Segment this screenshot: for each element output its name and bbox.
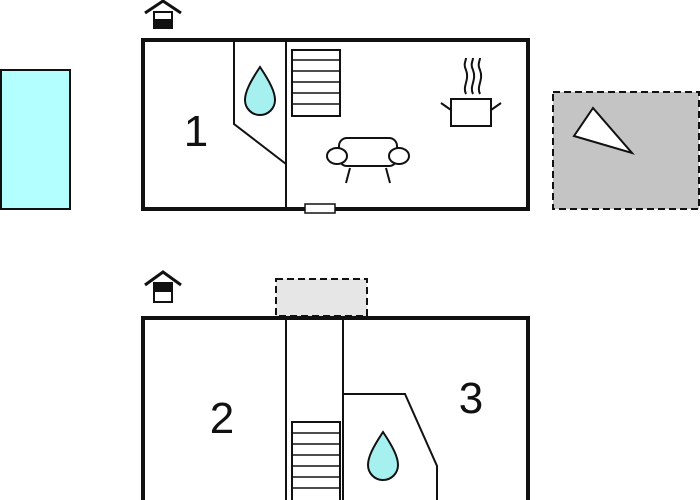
upper-floor-outline bbox=[141, 316, 530, 500]
stairs-icon bbox=[291, 49, 341, 117]
cooking-pot-icon bbox=[440, 57, 502, 127]
stairs-icon bbox=[291, 421, 341, 500]
water-drop-icon bbox=[366, 430, 400, 481]
pool bbox=[0, 69, 71, 210]
floor-level-icon bbox=[144, 270, 182, 303]
room-label-2: 2 bbox=[210, 394, 234, 443]
balcony bbox=[275, 278, 368, 317]
sofa-icon bbox=[326, 137, 410, 184]
room-label-1: 1 bbox=[184, 107, 208, 156]
entrance-door bbox=[304, 203, 336, 214]
room-label-3: 3 bbox=[459, 374, 483, 423]
floor-level-icon bbox=[144, 0, 182, 29]
water-drop-icon bbox=[243, 65, 277, 116]
bathroom-upper bbox=[343, 393, 438, 500]
bathroom-ground bbox=[233, 42, 287, 165]
terrace-chair-icon bbox=[572, 106, 635, 155]
